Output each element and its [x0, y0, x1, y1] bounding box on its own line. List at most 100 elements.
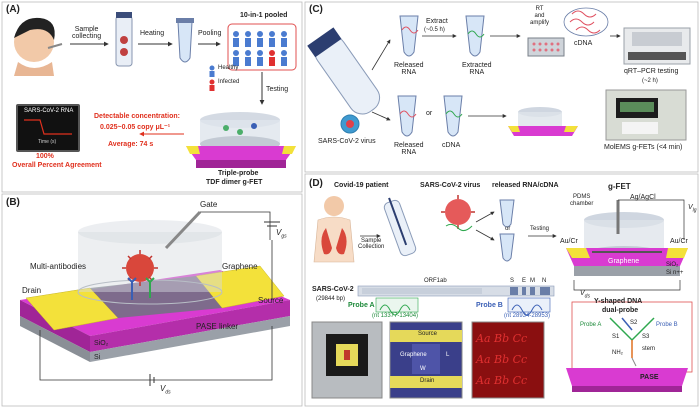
label-or-d: or	[505, 226, 511, 232]
label-healthy: Healthy	[218, 65, 239, 71]
label-gate: Gate	[200, 200, 218, 209]
label-pooled-title: 10-in-1 pooled	[240, 12, 288, 19]
label-aucr-left: Au/Cr	[560, 238, 578, 245]
label-testing: Testing	[266, 86, 289, 93]
label-agreement-pct: 100%	[36, 153, 54, 160]
label-qrt-time: (~2 h)	[642, 78, 658, 84]
label-yshape2: dual-probe	[602, 307, 639, 314]
label-detectable: Detectable concentration:	[94, 113, 180, 120]
label-pase-linker: PASE linker	[196, 322, 239, 331]
label-vds: Vds	[160, 384, 171, 396]
label-yshape: Y-shaped DNA	[594, 298, 643, 305]
label-pase: PASE	[640, 374, 659, 381]
label-sample-collection: Sample Collection	[358, 238, 385, 250]
tdf-device	[186, 112, 296, 168]
label-graphene: Graphene	[222, 262, 258, 271]
chip-source: Source	[418, 331, 438, 337]
label-probe-b-small: Probe B	[656, 322, 678, 328]
people-icons	[233, 31, 287, 66]
label-probe-a: Probe A	[348, 302, 375, 309]
label-graphene-d: Graphene	[608, 258, 640, 265]
patient-head-icon	[14, 17, 63, 76]
label-device: Triple-probe	[218, 170, 259, 177]
panel-d-letter: (D)	[309, 178, 323, 189]
label-probe-b: Probe B	[476, 302, 503, 309]
label-pdms: PDMS chamber	[570, 194, 594, 207]
label-agreement: Overall Percent Agreement	[12, 162, 102, 169]
label-patient: Covid-19 patient	[334, 182, 389, 189]
label-infected: Infected	[218, 79, 240, 85]
screen-trace	[24, 119, 72, 135]
panel-c-letter: (C)	[309, 4, 323, 15]
label-device2: TDF dimer g-FET	[206, 179, 263, 186]
panel-d-frame	[304, 173, 699, 407]
heated-tube-icon	[176, 18, 194, 63]
label-probe-a-nt: (nt 13377-13404)	[372, 313, 419, 319]
label-nh2: NH₂	[612, 350, 623, 356]
label-aucr-right: Au/Cr	[670, 238, 688, 245]
label-released-rna2: Released RNA	[394, 142, 424, 156]
label-stem: stem	[642, 346, 656, 352]
label-gene-e: E	[522, 278, 527, 284]
label-cdna: cDNA	[574, 40, 593, 47]
label-drain: Drain	[22, 286, 42, 295]
label-average: Average: 74 s	[108, 141, 154, 148]
label-si-d: Si n++	[666, 270, 684, 276]
label-qrt: qRT–PCR testing	[624, 68, 679, 75]
chip-l: L	[446, 352, 450, 358]
sample-tube-icon	[115, 12, 133, 67]
label-sample-collecting: Sample collecting	[72, 26, 102, 40]
aabbcc-line-2: Aa Bb Cc	[476, 353, 528, 366]
legend-people	[209, 65, 215, 91]
label-heating: Heating	[140, 30, 165, 37]
label-gene-s: S	[510, 278, 515, 284]
panel-b-frame	[1, 193, 303, 407]
label-probe-b-nt: (nt 28934-28953)	[504, 313, 551, 319]
panel-a-letter: (A)	[6, 4, 20, 15]
label-vds-d: Vds	[580, 290, 590, 300]
label-or-c: or	[426, 110, 433, 117]
label-s3: S3	[642, 334, 650, 340]
fet-device-b	[20, 210, 290, 386]
label-agagcl: Ag/AgCl	[630, 194, 656, 201]
screen-axis: Time (s)	[38, 139, 57, 145]
panel-c-frame	[304, 1, 699, 173]
label-multi-antibodies: Multi-antibodies	[30, 262, 87, 271]
label-source: Source	[258, 296, 284, 305]
label-genome-bp: (29844 bp)	[316, 296, 346, 302]
label-extract-time: (~0.5 h)	[424, 27, 445, 33]
label-gene-m: M	[530, 278, 535, 284]
label-sio2-d: SiO₂	[666, 262, 679, 268]
label-virus-c: SARS-CoV-2 virus	[318, 138, 376, 145]
label-detect-range: 0.025~0.05 copy μL⁻¹	[100, 124, 171, 131]
label-s2: S2	[630, 320, 638, 326]
label-gfet: g-FET	[608, 182, 631, 191]
label-vgs: Vgs	[276, 228, 287, 240]
label-vlg: Vlg	[688, 204, 697, 214]
panel-b-letter: (B)	[6, 197, 20, 208]
label-cdna2: cDNA	[442, 142, 461, 149]
label-virus-d: SARS-CoV-2 virus	[420, 182, 481, 189]
chip-graphene: Graphene	[400, 352, 427, 358]
label-sio2: SiO₂	[94, 340, 109, 347]
label-orf1ab: ORF1ab	[424, 278, 447, 284]
panel-a-frame	[1, 1, 303, 193]
label-gene-n: N	[542, 278, 547, 284]
label-probe-a-small: Probe A	[580, 322, 602, 328]
label-genome: SARS-CoV-2	[312, 286, 354, 293]
label-extracted-rna: Extracted RNA	[462, 62, 492, 76]
label-si: Si	[94, 354, 101, 361]
label-released-d: released RNA/cDNA	[492, 182, 559, 189]
panel-c-drawing	[307, 7, 691, 141]
label-rt-amplify: RT and amplify	[530, 6, 550, 26]
panel-d-drawing	[311, 195, 693, 399]
label-released-rna: Released RNA	[394, 62, 424, 76]
aabbcc-line-3: Aa Bb Cc	[476, 374, 528, 387]
chip-w: W	[420, 366, 426, 372]
label-pooling: Pooling	[198, 30, 222, 37]
aabbcc-line-1: Aa Bb Cc	[476, 332, 528, 345]
screen-title: SARS-CoV-2 RNA	[24, 108, 74, 114]
label-extract: Extract	[426, 18, 448, 25]
label-testing-d: Testing	[530, 226, 550, 232]
